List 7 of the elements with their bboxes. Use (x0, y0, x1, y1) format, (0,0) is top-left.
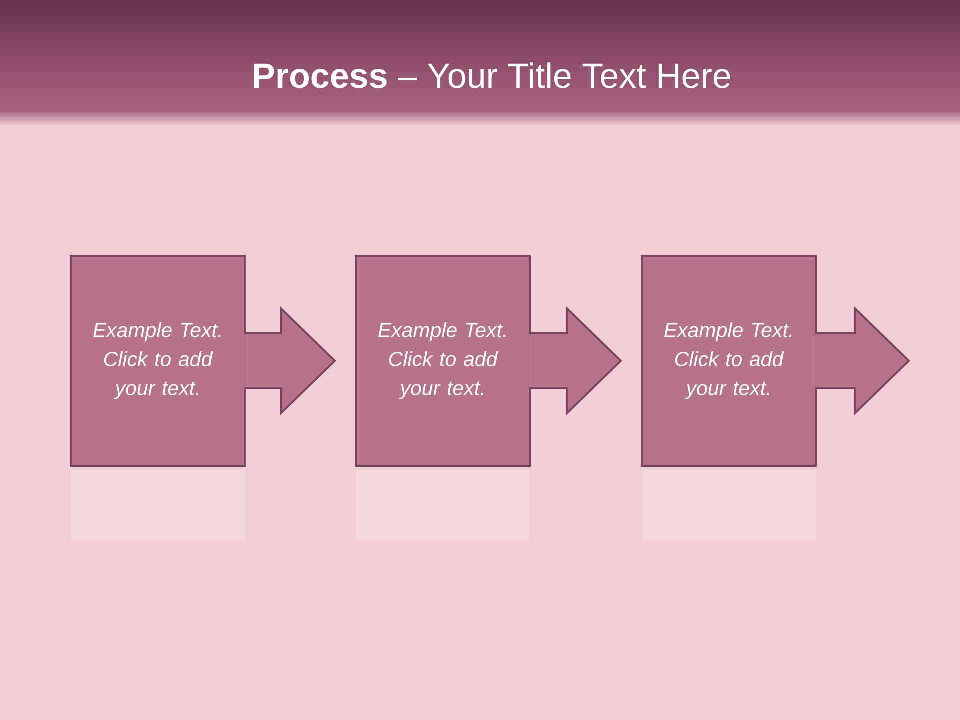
arrow (244, 306, 336, 416)
arrow (528, 306, 622, 416)
arrow (814, 306, 910, 416)
process-box: Example Text. Click to add your text. (355, 255, 531, 467)
process-box: Example Text. Click to add your text. (641, 255, 817, 467)
title: Process – Your Title Text Here (254, 62, 730, 88)
process-box: Example Text. Click to add your text. (70, 255, 246, 467)
